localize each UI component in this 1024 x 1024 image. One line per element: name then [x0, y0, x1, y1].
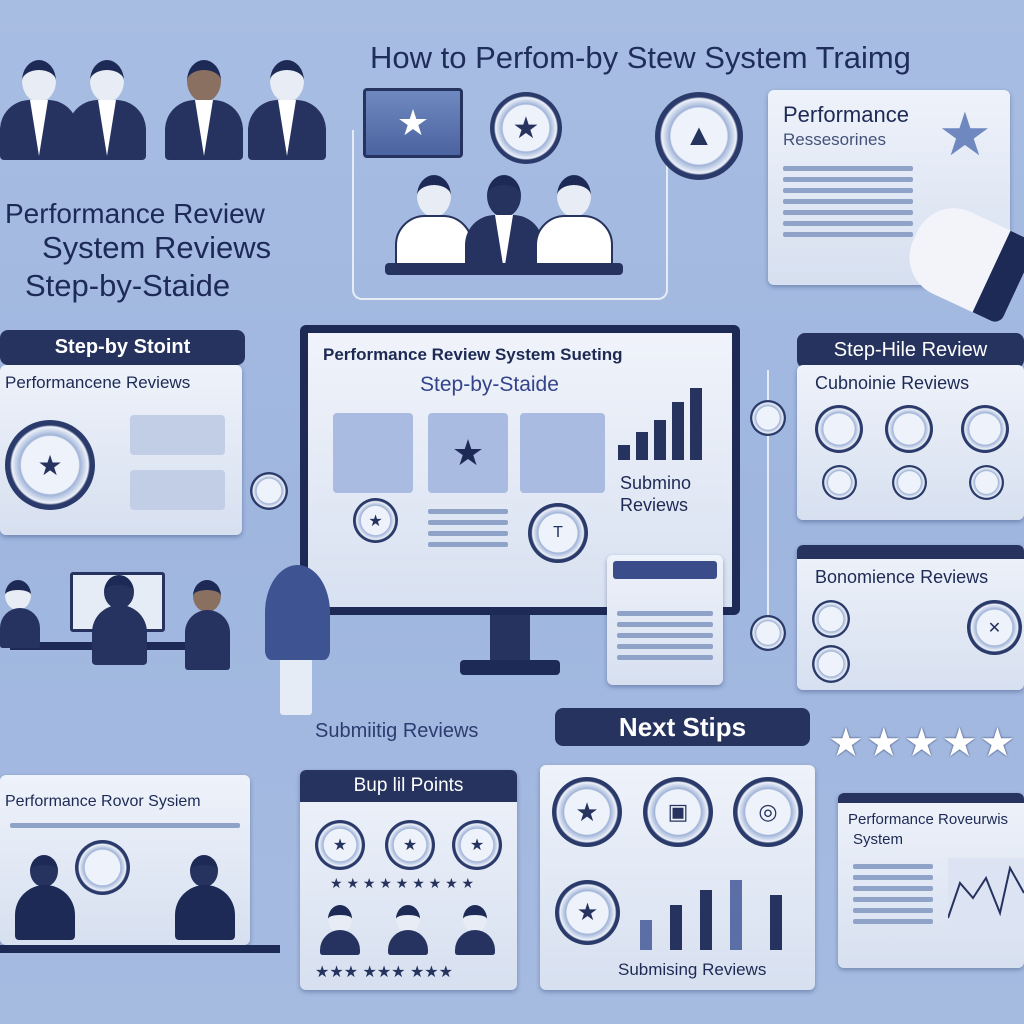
award-ribbon-icon: ★: [555, 880, 620, 945]
team-illustration: [385, 175, 623, 275]
table: [0, 945, 280, 953]
performance-resources-card: Performance Ressesorines ★: [768, 90, 1010, 285]
bar-chart: [640, 875, 800, 950]
star-icon: ★: [938, 101, 992, 168]
left-title-line2: System Reviews: [42, 230, 272, 265]
chart-label: Submino: [620, 473, 692, 493]
card-title: Performancene Reviews: [5, 373, 191, 392]
monitor-subtitle: Step-by-Staide: [420, 373, 559, 396]
card-header: Bup lil Points: [300, 770, 517, 802]
center-caption: Submiitig Reviews: [315, 720, 479, 742]
card-title: Performance: [783, 102, 909, 127]
performance-system-card: Performance Rovor Sysiem: [0, 775, 250, 945]
line-chart: [947, 858, 1024, 938]
performance-reviews-system-card: Performance Roveurwis System: [838, 793, 1024, 968]
card-title: Performance Rovor Sysiem: [5, 793, 201, 810]
small-document-card: [607, 555, 723, 685]
left-title-line1: Performance Review: [5, 198, 265, 229]
star-badge-icon: ★: [490, 92, 562, 164]
card-title: System: [853, 831, 904, 848]
rating-stars: ★★★★★: [828, 721, 1018, 765]
meeting-illustration: [0, 570, 245, 725]
person-avatar: [165, 60, 243, 160]
step-hile-review-pill: Step-Hile Review: [797, 333, 1024, 368]
step-by-stoint-pill: Step-by Stoint: [0, 330, 245, 365]
star-tile-icon: ★: [428, 413, 508, 493]
monitor-base: [460, 660, 560, 675]
connector-node: [750, 615, 786, 651]
submitting-reviews-card: ★ ▣ ◎ ★ Submising Reviews: [540, 765, 815, 990]
monitor-stand: [490, 615, 530, 660]
award-ribbon-icon: ◎: [733, 777, 803, 847]
card-caption: Submising Reviews: [618, 960, 767, 979]
next-steps-button[interactable]: Next Stips: [555, 708, 810, 746]
plant-pot: [280, 655, 312, 715]
card-title: Cubnoinie Reviews: [815, 373, 970, 393]
page-title: How to Perfom-by Stew System Traimg: [370, 40, 911, 75]
flow-connector: [352, 130, 668, 300]
card-subtitle: Ressesorines: [783, 130, 886, 149]
reviews-card: Cubnoinie Reviews: [797, 365, 1024, 520]
connector-node: [750, 400, 786, 436]
compass-badge-icon: ▲: [655, 92, 743, 180]
monitor: Performance Review System Sueting Step-b…: [300, 325, 740, 615]
star-screen-icon: ★: [363, 88, 463, 158]
award-badge-icon: T: [528, 503, 588, 563]
target-star-icon: ★: [5, 420, 95, 510]
person-avatar: [68, 60, 146, 160]
performance-reviews-card: Performancene Reviews ★: [0, 365, 242, 535]
award-ribbon-icon: ★: [552, 777, 622, 847]
reviews-card-2: Bonomience Reviews ✕: [797, 545, 1024, 690]
flow-connector: [767, 370, 769, 640]
monitor-title: Performance Review System Sueting: [323, 345, 623, 364]
award-ribbon-icon: ▣: [643, 777, 713, 847]
left-title-line3: Step-by-Staide: [25, 268, 231, 303]
person-avatar: [248, 60, 326, 160]
plant-leaves: [265, 565, 330, 660]
chart-label: Reviews: [620, 495, 689, 515]
card-title: Performance Roveurwis: [848, 811, 1009, 828]
connector-node: [250, 472, 288, 510]
bullet-points-card: Bup lil Points ★ ★ ★ ★ ★ ★ ★ ★ ★ ★ ★ ★ ★…: [300, 770, 517, 990]
person-avatar: [0, 60, 78, 160]
card-title: Bonomience Reviews: [815, 567, 989, 587]
star-badge-icon: ★: [353, 498, 398, 543]
bar-chart: [618, 388, 718, 460]
